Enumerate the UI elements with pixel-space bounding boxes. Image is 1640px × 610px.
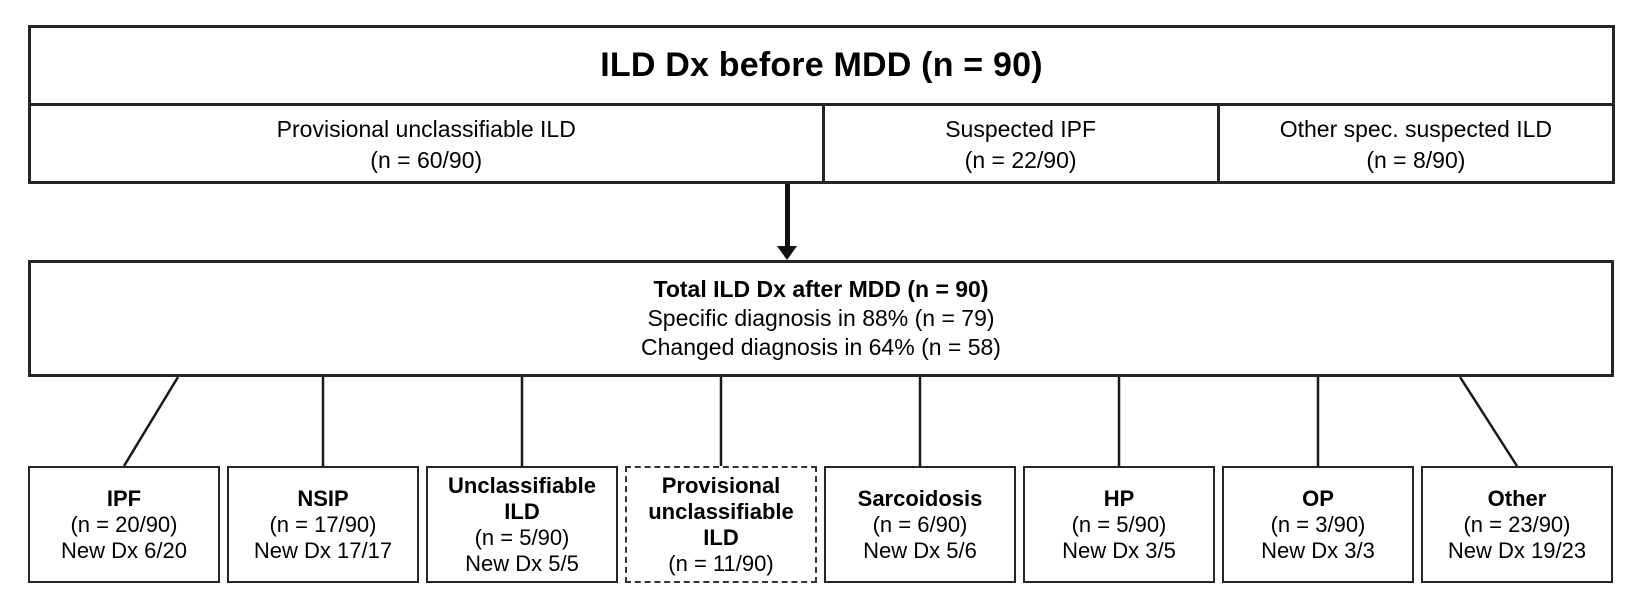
diagnosis-box-unclassifiable-ild: Unclassifiable ILD (n = 5/90) New Dx 5/5 (426, 466, 618, 583)
cell-other-spec-suspected-ild: Other spec. suspected ILD (n = 8/90) (1216, 106, 1612, 184)
before-mdd-title: ILD Dx before MDD (n = 90) (31, 28, 1612, 106)
diagnosis-name: Sarcoidosis (857, 485, 983, 511)
diagnosis-name: Provisional unclassifiable ILD (648, 472, 794, 550)
diagnosis-new-dx: New Dx 3/5 (1062, 537, 1176, 563)
connector-line-ipf (122, 376, 180, 467)
diagnosis-box-op: OP (n = 3/90) New Dx 3/3 (1222, 466, 1414, 583)
diagnosis-count: (n = 6/90) (872, 511, 968, 537)
cell-label: Provisional unclassifiable ILD (276, 116, 576, 142)
diagnosis-count: (n = 23/90) (1463, 511, 1571, 537)
specific-diagnosis-line: Specific diagnosis in 88% (n = 79) (647, 305, 995, 331)
diagnosis-new-dx: New Dx 5/5 (465, 550, 579, 576)
diagnosis-new-dx: New Dx 17/17 (253, 537, 393, 563)
diagnosis-box-nsip: NSIP (n = 17/90) New Dx 17/17 (227, 466, 419, 583)
cell-label: Suspected IPF (945, 116, 1097, 142)
cell-count: (n = 22/90) (964, 147, 1077, 173)
diagnosis-new-dx: New Dx 3/3 (1261, 537, 1375, 563)
diagnosis-box-sarcoidosis: Sarcoidosis (n = 6/90) New Dx 5/6 (824, 466, 1016, 583)
diagnosis-name: NSIP (297, 485, 349, 511)
diagnosis-count: (n = 3/90) (1270, 511, 1366, 537)
diagnosis-name: OP (1302, 485, 1334, 511)
diagnosis-count: (n = 17/90) (269, 511, 377, 537)
diagnosis-count: (n = 11/90) (668, 550, 774, 576)
before-mdd-cells: Provisional unclassifiable ILD (n = 60/9… (31, 106, 1612, 184)
diagnosis-box-other: Other (n = 23/90) New Dx 19/23 (1421, 466, 1613, 583)
down-arrow-stem (785, 184, 790, 247)
diagnosis-count: (n = 20/90) (70, 511, 178, 537)
cell-provisional-unclassifiable-ild: Provisional unclassifiable ILD (n = 60/9… (31, 106, 822, 184)
diagnosis-name: Other (1487, 485, 1547, 511)
after-mdd-box: Total ILD Dx after MDD (n = 90) Specific… (28, 260, 1614, 377)
diagnosis-new-dx: New Dx 6/20 (61, 537, 187, 563)
diagnosis-count: (n = 5/90) (474, 524, 570, 550)
diagnosis-new-dx: New Dx 19/23 (1447, 537, 1587, 563)
changed-diagnosis-line: Changed diagnosis in 64% (n = 58) (641, 334, 1001, 360)
cell-label: Other spec. suspected ILD (1279, 116, 1553, 142)
diagnosis-count: (n = 5/90) (1071, 511, 1167, 537)
down-arrow-icon (777, 246, 797, 260)
diagnosis-name: IPF (106, 485, 142, 511)
diagnosis-name: Unclassifiable ILD (448, 472, 596, 524)
before-mdd-box: ILD Dx before MDD (n = 90) Provisional u… (28, 25, 1615, 184)
after-mdd-title: Total ILD Dx after MDD (n = 90) (653, 276, 989, 302)
diagnosis-new-dx: New Dx 5/6 (863, 537, 977, 563)
diagnosis-box-provisional-unclassifiable-ild: Provisional unclassifiable ILD (n = 11/9… (625, 466, 817, 583)
cell-count: (n = 8/90) (1366, 147, 1466, 173)
cell-suspected-ipf: Suspected IPF (n = 22/90) (821, 106, 1217, 184)
diagnosis-box-hp: HP (n = 5/90) New Dx 3/5 (1023, 466, 1215, 583)
cell-count: (n = 60/90) (370, 147, 483, 173)
diagnosis-box-ipf: IPF (n = 20/90) New Dx 6/20 (28, 466, 220, 583)
connector-line-other (1458, 376, 1519, 467)
diagnosis-name: HP (1103, 485, 1135, 511)
